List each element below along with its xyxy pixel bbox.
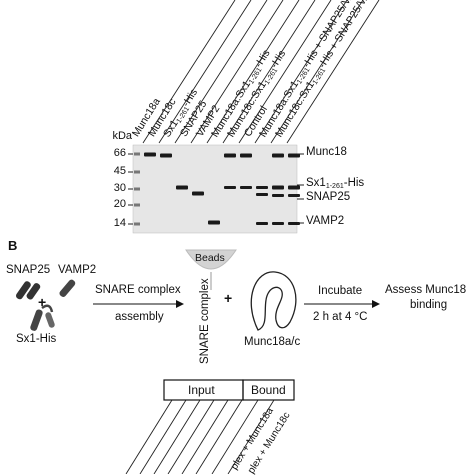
plus-sign-2: + (224, 290, 233, 306)
gel-band (176, 185, 188, 190)
panel-c-lane-line-6 (195, 399, 243, 474)
arrow1-top-label: SNARE complex (95, 284, 181, 296)
plus-sign: + (38, 294, 47, 310)
sx1-his-icon (30, 304, 55, 331)
panel-c-lane-line-8 (227, 399, 275, 474)
snap25-label: SNAP25 (6, 264, 51, 276)
vamp2-label: VAMP2 (58, 264, 97, 276)
panel-c-lane-line-5 (181, 399, 229, 474)
gel-band (256, 193, 268, 196)
mw-marker-30: 30 (113, 182, 126, 194)
kda-label: kDa (112, 130, 132, 142)
ladder-band (134, 203, 140, 207)
assess-label-line2: binding (410, 299, 448, 311)
panel-c-lane-line-1 (125, 399, 173, 474)
ladder-band (134, 170, 140, 174)
arrow1-bottom-label: assembly (115, 311, 164, 323)
bound-label: Bound (251, 383, 286, 397)
panel-c-lane-line-2 (139, 399, 187, 474)
lane-label-line-8 (254, 0, 348, 144)
input-label: Input (188, 383, 215, 397)
lane-label-line-3 (174, 0, 268, 144)
lane-label-line-1 (142, 0, 236, 144)
gel-band (208, 220, 220, 225)
ladder-band (134, 222, 140, 226)
gel-band (288, 194, 300, 197)
panel-c-lane-line-4 (167, 399, 215, 474)
gel-band (256, 186, 268, 189)
gel-image (132, 144, 298, 234)
band-label-1: Munc18 (306, 146, 347, 158)
gel-band (272, 222, 284, 225)
lane-label-line-5 (206, 0, 300, 144)
incubation-conditions-label: 2 h at 4 °C (313, 311, 368, 323)
lane-label-line-9 (270, 0, 364, 144)
ladder-band (134, 152, 140, 156)
lane-label-line-6 (222, 0, 316, 144)
gel-band (240, 153, 252, 158)
mw-marker-14: 14 (113, 217, 126, 229)
gel-band (240, 186, 252, 189)
gel-band (272, 153, 284, 158)
munc18-icon (250, 271, 297, 331)
sx1-his-label: Sx1-His (16, 333, 57, 345)
lane-label-line-2 (158, 0, 252, 144)
mw-marker-45: 45 (113, 165, 126, 177)
incubate-label: Incubate (318, 285, 363, 297)
gel-band (144, 152, 156, 157)
bound-box (242, 379, 295, 401)
panel-b-letter: B (8, 238, 18, 253)
munc18-label: Munc18a/c (244, 336, 301, 348)
gel-band (272, 194, 284, 197)
mw-marker-66: 66 (113, 147, 126, 159)
snap25-icon (15, 281, 41, 300)
gel-band (256, 222, 268, 225)
band-label-2: Sx11-261-His (306, 177, 365, 190)
ladder-band (134, 187, 140, 191)
gel-band (224, 186, 236, 189)
lane-label-line-10 (286, 0, 380, 144)
gel-band (192, 191, 204, 196)
gel-band (224, 153, 236, 158)
lane-label-line-7 (238, 0, 332, 144)
panel-c-lane-line-7 (211, 399, 259, 474)
gel-band (272, 185, 284, 190)
band-label-4: VAMP2 (306, 215, 345, 227)
vamp2-icon (59, 279, 76, 298)
gel-band (288, 185, 300, 190)
gel-band (160, 153, 172, 158)
mw-marker-20: 20 (113, 198, 126, 210)
assess-label-line1: Assess Munc18 (385, 284, 467, 296)
band-label-3: SNAP25 (306, 191, 351, 203)
beads-label: Beads (195, 252, 225, 264)
beads-icon (185, 249, 237, 270)
lane-label-line-4 (190, 0, 284, 144)
panel-c-lane-line-3 (153, 399, 201, 474)
